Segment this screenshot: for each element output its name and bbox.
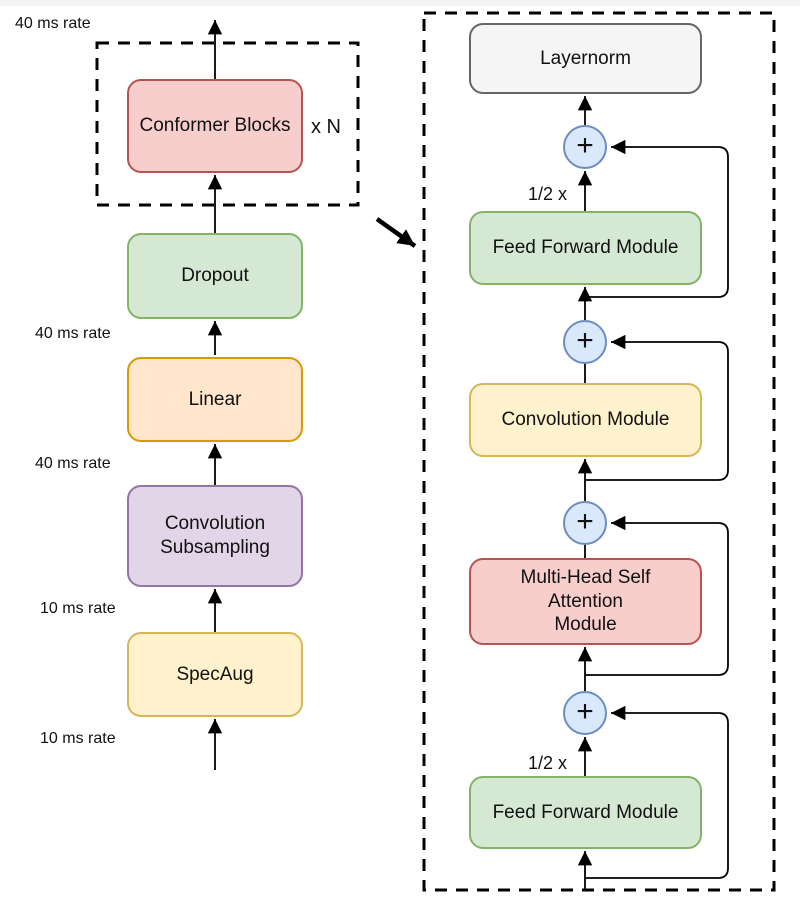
block-dropout-label: Dropout bbox=[181, 265, 249, 287]
block-specaug: SpecAug bbox=[127, 632, 303, 717]
residual-around-convmod bbox=[585, 334, 729, 481]
add-node-top: + bbox=[563, 125, 607, 169]
top-edge-strip bbox=[0, 0, 800, 6]
half-scale-label-bottom: 1/2 x bbox=[528, 753, 568, 773]
block-specaug-label: SpecAug bbox=[176, 663, 254, 685]
plus-icon: + bbox=[576, 323, 594, 357]
rate-label-above-convsub: 40 ms rate bbox=[35, 455, 111, 472]
plus-icon: + bbox=[576, 128, 594, 162]
add-node-above-mhsa: + bbox=[563, 501, 607, 545]
block-dropout: Dropout bbox=[127, 233, 303, 319]
rate-label-output: 40 ms rate bbox=[15, 15, 91, 32]
block-convolution-subsampling-line1: Convolution bbox=[164, 513, 266, 535]
block-feed-forward-bottom-label: Feed Forward Module bbox=[492, 801, 679, 823]
add-node-above-convmod: + bbox=[563, 320, 607, 364]
block-conformer-blocks-label: Conformer Blocks bbox=[139, 115, 291, 137]
block-conformer-blocks: Conformer Blocks bbox=[127, 79, 303, 173]
right-dashed-enclosure bbox=[422, 11, 776, 892]
zoom-into-block-arrow bbox=[375, 217, 417, 248]
repeat-count-label: x N bbox=[311, 116, 341, 138]
rate-label-input: 10 ms rate bbox=[40, 730, 116, 747]
block-feed-forward-top: Feed Forward Module bbox=[469, 211, 702, 285]
block-convolution-subsampling-line2: Subsampling bbox=[160, 537, 270, 558]
rate-label-above-specaug: 10 ms rate bbox=[40, 600, 116, 617]
block-linear-label: Linear bbox=[188, 388, 242, 410]
block-multi-head-self-attention: Multi-Head Self Attention Module bbox=[469, 558, 702, 645]
block-layernorm: Layernorm bbox=[469, 23, 702, 94]
residual-around-ffbottom bbox=[585, 705, 729, 879]
residual-around-mhsa bbox=[585, 515, 729, 676]
add-node-bottom: + bbox=[563, 691, 607, 735]
block-feed-forward-bottom: Feed Forward Module bbox=[469, 776, 702, 849]
residual-around-fftop bbox=[585, 139, 729, 298]
block-linear: Linear bbox=[127, 357, 303, 442]
block-convolution-module-label: Convolution Module bbox=[501, 409, 670, 431]
half-scale-label-top: 1/2 x bbox=[528, 184, 568, 204]
block-mhsa-line1: Multi-Head Self Attention bbox=[520, 566, 651, 612]
block-feed-forward-top-label: Feed Forward Module bbox=[492, 237, 679, 259]
residual-connections bbox=[585, 139, 729, 879]
rate-label-above-linear: 40 ms rate bbox=[35, 325, 111, 342]
block-convolution-subsampling: Convolution Subsampling bbox=[127, 485, 303, 587]
block-mhsa-line2: Module bbox=[554, 614, 617, 636]
block-layernorm-label: Layernorm bbox=[540, 47, 631, 69]
left-dashed-enclosure bbox=[95, 41, 360, 207]
plus-icon: + bbox=[576, 694, 594, 728]
plus-icon: + bbox=[576, 504, 594, 538]
block-convolution-module: Convolution Module bbox=[469, 383, 702, 457]
